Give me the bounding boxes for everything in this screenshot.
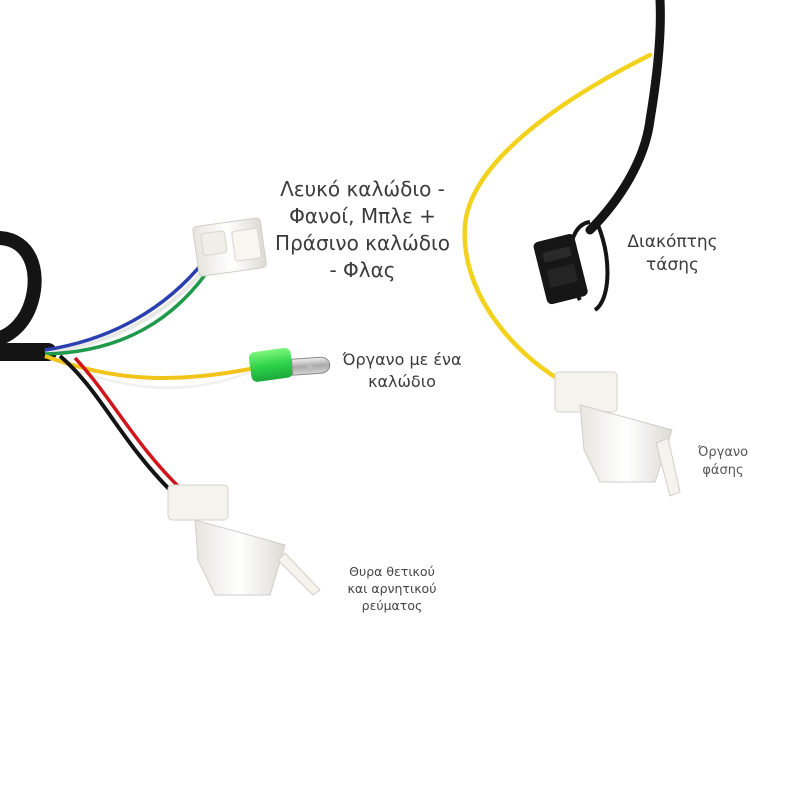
green-wire [44,261,216,356]
white-wire [44,260,212,354]
black-wire-power [58,354,172,492]
red-wire-power [73,356,184,492]
yellow-wire-right [462,52,653,383]
switch-loop-wire-2 [593,224,610,312]
single-wire-bullet-connector [248,347,331,382]
phase-gauge-connector [554,371,681,497]
label-power-switch: Διακόπτης τάσης [627,232,718,275]
label-phase-gauge: Όργανο φάσης [697,445,749,478]
label-single-wire-gauge: Όργανο με ένα καλώδιο [342,350,462,391]
black-cable-loop [0,231,42,345]
white-wire-lower [69,366,251,389]
power-switch-connector [533,233,588,305]
label-power-port: Θυρα θετικού και αρνητικού ρεύματος [347,564,437,613]
blue-wire [44,258,207,352]
label-lights-flash: Λευκό καλώδιο - Φανοί, Μπλε + Πράσινο κα… [275,177,450,282]
black-cable-right [585,0,665,235]
lights-flash-connector [192,217,267,277]
power-port-connector [167,484,321,596]
